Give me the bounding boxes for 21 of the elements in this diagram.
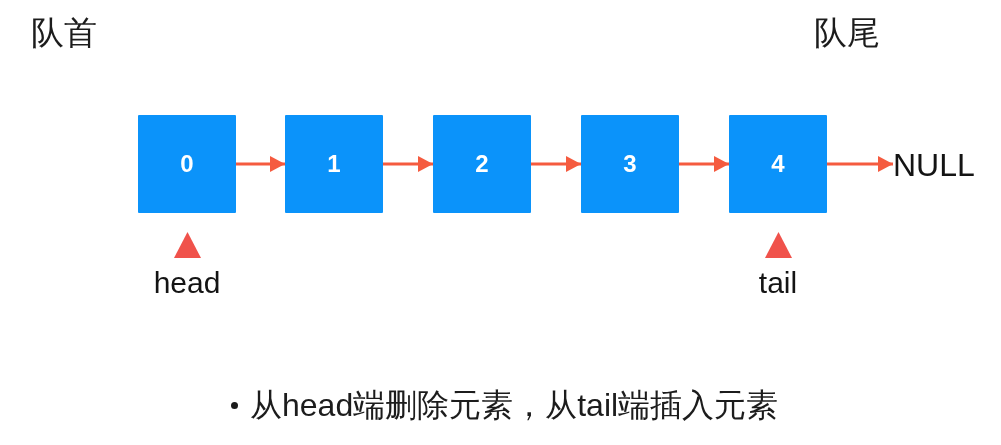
arrow xyxy=(383,156,433,172)
node-box xyxy=(581,115,679,213)
heading-label: 队首 xyxy=(31,16,97,51)
node-value: 2 xyxy=(475,152,489,176)
terminal-label: NULL xyxy=(893,147,975,183)
node-value: 0 xyxy=(180,152,194,176)
arrow xyxy=(827,156,893,172)
heading-label: 队尾 xyxy=(814,16,880,51)
pointer-label: head xyxy=(153,268,221,298)
pointer-label: tail xyxy=(758,268,798,298)
node-box xyxy=(285,115,383,213)
arrow xyxy=(236,156,285,172)
node-value: 4 xyxy=(771,152,785,176)
node-value: 3 xyxy=(623,152,637,176)
node-value: 1 xyxy=(327,152,341,176)
node-box xyxy=(433,115,531,213)
node-box xyxy=(138,115,236,213)
node-box xyxy=(729,115,827,213)
note-text: 从head端删除元素，从tail端插入元素 xyxy=(250,389,779,423)
arrow xyxy=(679,156,729,172)
arrow xyxy=(531,156,581,172)
